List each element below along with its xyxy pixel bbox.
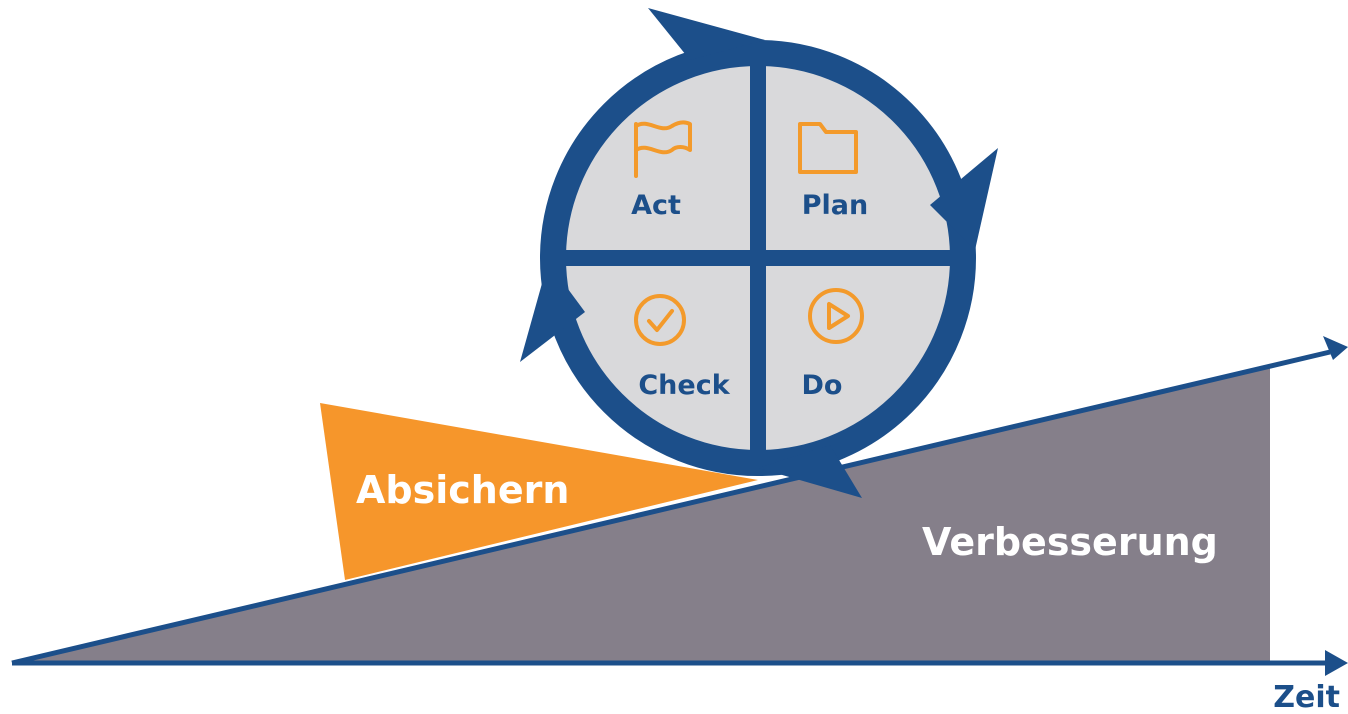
check-circle-icon — [634, 294, 686, 346]
absichern-label: Absichern — [356, 468, 569, 512]
do-quadrant: Do — [802, 288, 864, 401]
check-quadrant: Check — [634, 294, 731, 401]
play-circle-icon — [808, 288, 864, 344]
cycle-arrowhead-left — [520, 262, 585, 362]
slope-arrowhead — [1323, 336, 1348, 360]
cycle-arrowhead-bottom — [758, 445, 862, 498]
time-axis-arrowhead — [1325, 650, 1348, 676]
act-quadrant: Act — [631, 120, 692, 221]
cycle-arrowhead-top — [648, 8, 765, 60]
slope-arrow-line — [11, 349, 1331, 666]
check-label: Check — [638, 370, 730, 401]
cycle-arrowhead-right — [930, 148, 998, 250]
plan-label: Plan — [802, 190, 869, 221]
do-label: Do — [802, 370, 843, 401]
absichern-wedge — [320, 403, 758, 580]
flag-icon — [634, 120, 692, 178]
plan-quadrant: Plan — [798, 122, 869, 221]
zeit-axis-label: Zeit — [1273, 680, 1340, 714]
quadrant-divider-horizontal — [550, 250, 966, 266]
act-label: Act — [631, 190, 681, 221]
folder-icon — [798, 122, 858, 174]
verbesserung-label: Verbesserung — [922, 520, 1218, 564]
pdca-circle: Act Plan Check Do — [520, 8, 998, 498]
